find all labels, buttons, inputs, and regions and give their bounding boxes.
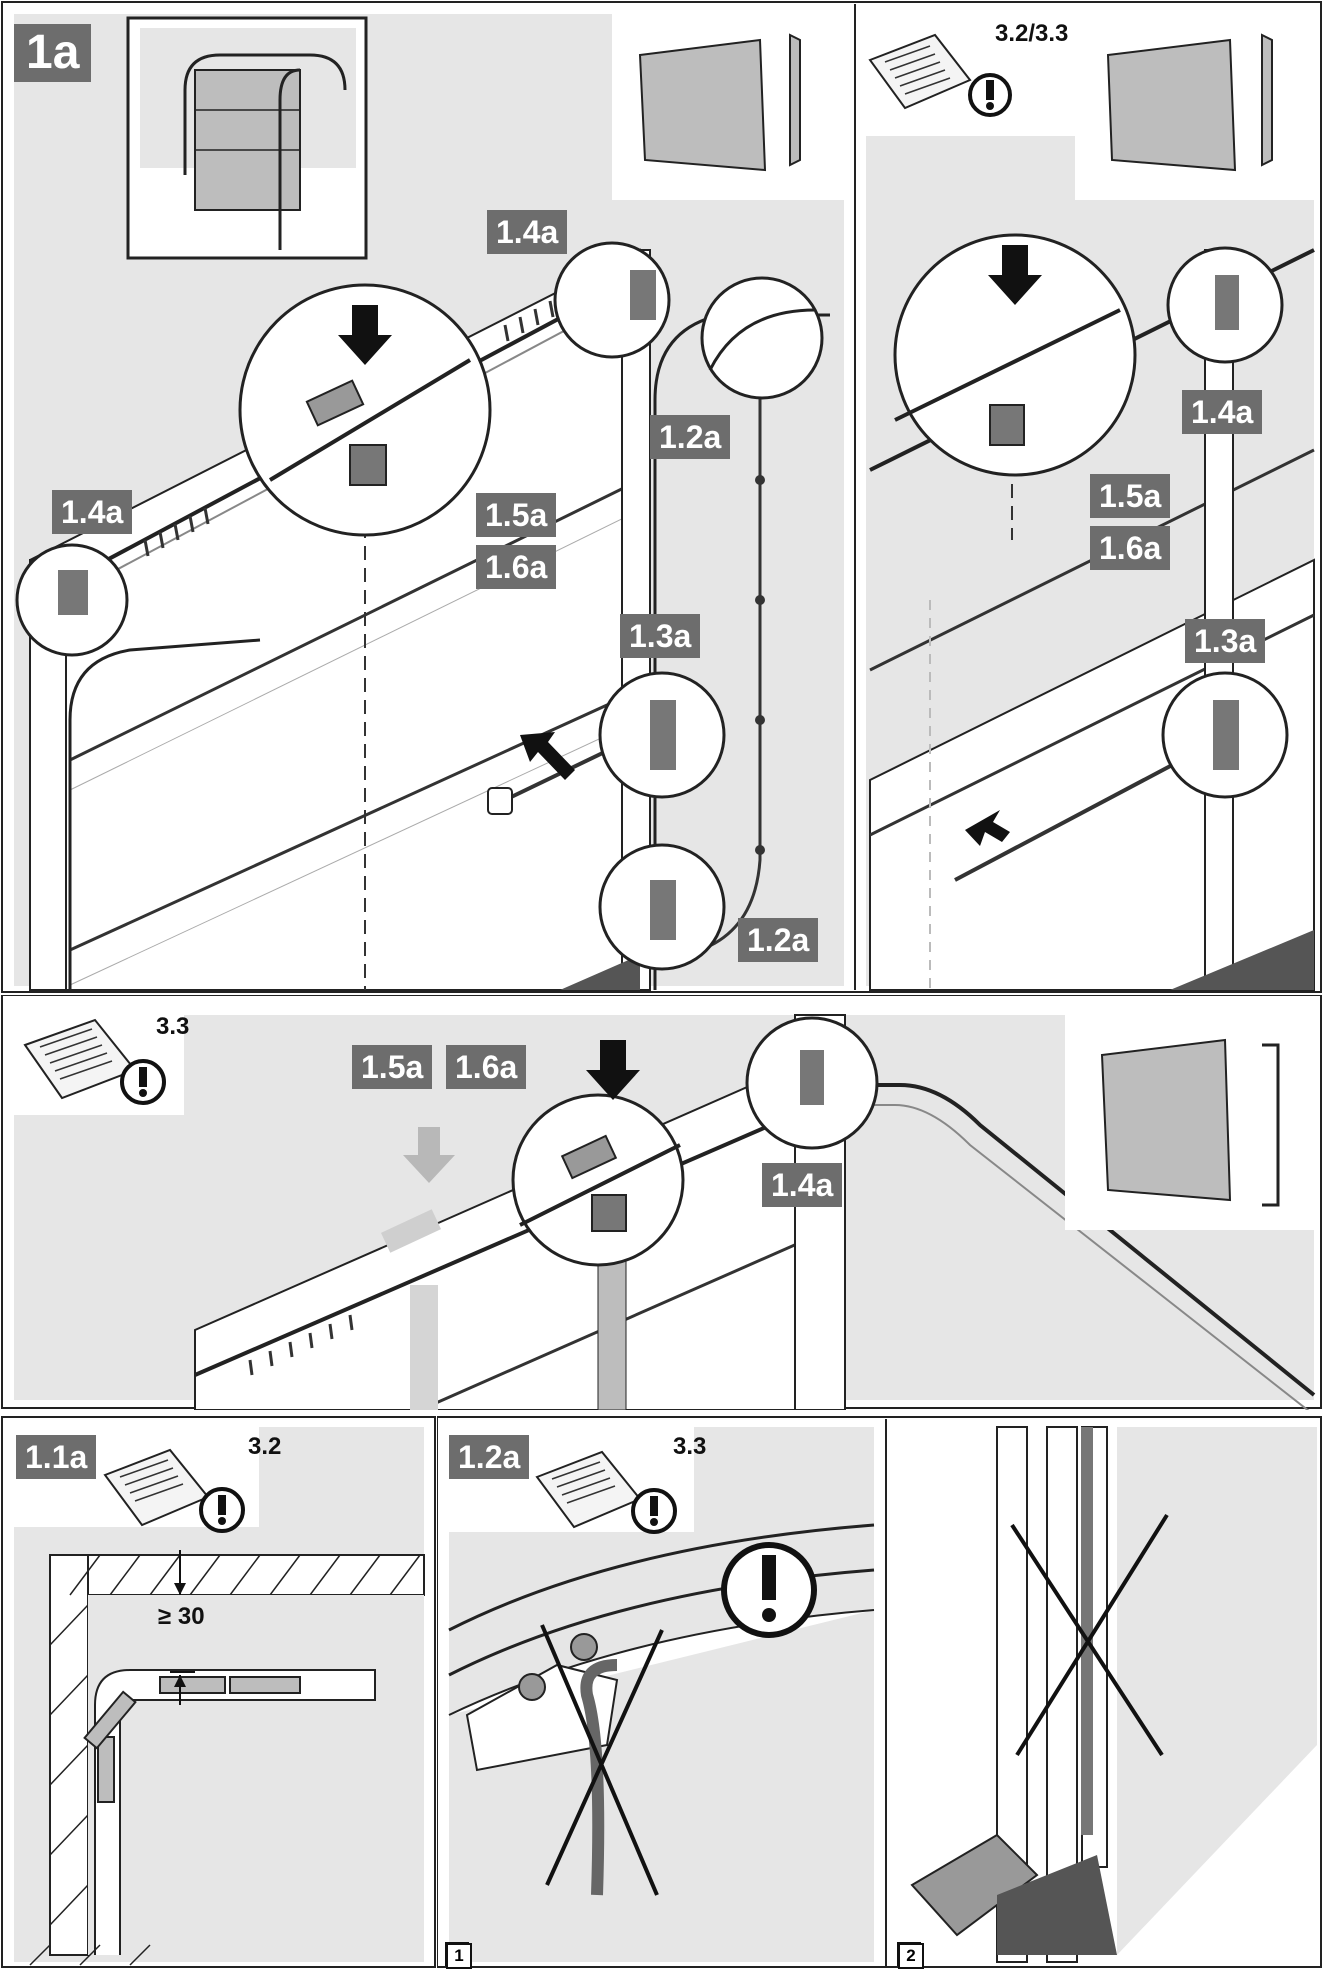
- manual-ref-top-right: 3.2/3.3: [995, 20, 1069, 47]
- sub-figure-2-number: 2: [898, 1943, 924, 1969]
- label-cable-bottom: 1.2a: [738, 918, 819, 962]
- manual-ref-1-2a: 3.3: [673, 1433, 707, 1460]
- panel-middle-drawing: [1, 995, 1322, 1410]
- manual-book-icon-1-1a: [103, 1448, 210, 1527]
- manual-book-icon-mid: [23, 1018, 137, 1100]
- panel-1a: 1a 1.4a 1.4a 1.2a 1.5a 1.6a 1.3a 1.2a 3.…: [1, 1, 1322, 993]
- manual-book-icon-1-2a: [535, 1450, 642, 1529]
- panel-1a-drawing: [1, 1, 1322, 993]
- panel-1-1a-title: 1.1a: [16, 1435, 97, 1479]
- manual-ref-1-1a: 3.2: [248, 1433, 282, 1460]
- label-cable-lock: 1.3a: [620, 614, 701, 658]
- panel-1-2a-title: 1.2a: [449, 1435, 530, 1479]
- manual-ref-mid: 3.3: [156, 1013, 190, 1040]
- label-spring-left: 1.4a: [52, 490, 133, 534]
- clearance-dimension: ≥ 30: [158, 1603, 205, 1630]
- label-spring-top: 1.4a: [487, 210, 568, 254]
- panel-middle: 3.3 1.5a 1.6a 1.4a: [0, 995, 1323, 1410]
- panel-1-1a: 1.1a 3.2 ≥ 30: [0, 1415, 437, 1970]
- label-mid-bracket-a: 1.5a: [352, 1045, 433, 1089]
- label-right-cable-lock: 1.3a: [1185, 619, 1266, 663]
- panel-1a-title: 1a: [14, 24, 92, 82]
- label-right-spring: 1.4a: [1182, 390, 1263, 434]
- label-mid-bracket-b: 1.6a: [446, 1045, 527, 1089]
- label-right-bracket-b: 1.6a: [1090, 526, 1171, 570]
- manual-book-icon: [868, 33, 972, 110]
- label-mid-spring: 1.4a: [762, 1163, 843, 1207]
- label-bracket-b: 1.6a: [476, 545, 557, 589]
- panel-1-2a: 1.2a 3.3 1 2: [437, 1415, 1323, 1970]
- panel-1-1a-drawing: [1, 1416, 436, 1968]
- sub-figure-1-number: 1: [446, 1943, 472, 1969]
- panel-1-2a-drawing: [437, 1416, 1322, 1968]
- label-cable-top: 1.2a: [650, 415, 731, 459]
- label-right-bracket-a: 1.5a: [1090, 474, 1171, 518]
- label-bracket-a: 1.5a: [476, 493, 557, 537]
